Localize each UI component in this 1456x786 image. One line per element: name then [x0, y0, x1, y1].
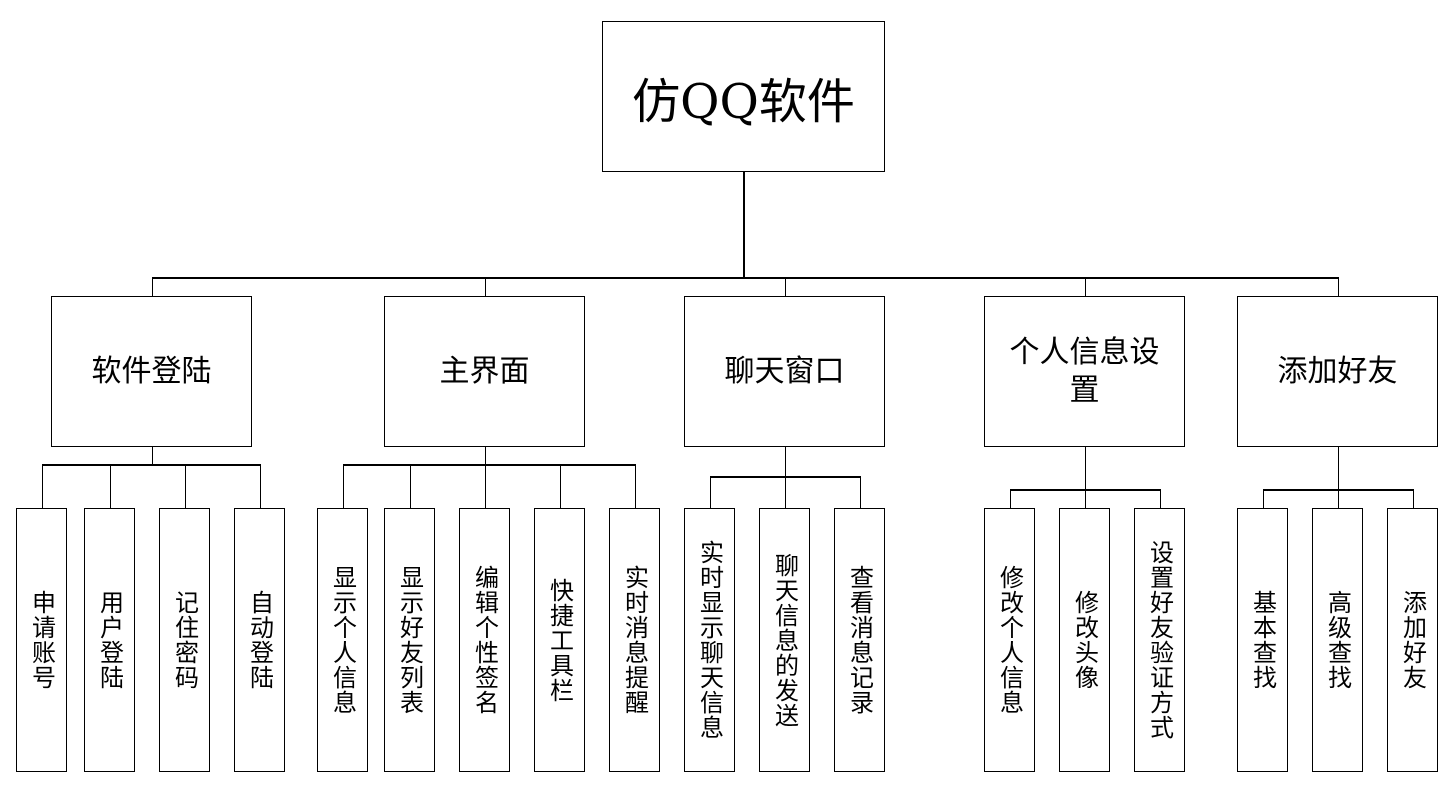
leaf-drop-line [709, 476, 711, 508]
feature-label: 基本查找 [1248, 590, 1277, 690]
feature-node: 修改个人信息 [984, 508, 1035, 772]
module-trunk-line [1084, 447, 1086, 489]
module-label: 软件登陆 [91, 353, 212, 389]
level2-bus-line [342, 464, 636, 466]
leaf-drop-line [859, 476, 861, 508]
root-trunk-line [743, 172, 745, 277]
feature-node: 实时显示聊天信息 [684, 508, 735, 772]
feature-node: 基本查找 [1237, 508, 1288, 772]
leaf-drop-line [634, 464, 636, 508]
feature-node: 快捷工具栏 [534, 508, 585, 772]
feature-label: 用户登陆 [95, 590, 124, 690]
root-node: 仿QQ软件 [602, 21, 885, 172]
feature-node: 设置好友验证方式 [1134, 508, 1185, 772]
feature-label: 显示个人信息 [328, 565, 357, 715]
module-drop-line [1337, 277, 1339, 296]
module-drop-line [1084, 277, 1086, 296]
module-trunk-line [151, 447, 153, 464]
leaf-drop-line [342, 464, 344, 508]
feature-node: 记住密码 [159, 508, 210, 772]
leaf-drop-line [41, 464, 43, 508]
feature-node: 查看消息记录 [834, 508, 885, 772]
feature-label: 查看消息记录 [845, 565, 874, 715]
module-drop-line [484, 277, 486, 296]
module-node: 主界面 [384, 296, 585, 447]
module-label: 聊天窗口 [724, 353, 845, 389]
feature-node: 自动登陆 [234, 508, 285, 772]
feature-label: 记住密码 [170, 590, 199, 690]
leaf-drop-line [259, 464, 261, 508]
feature-node: 实时消息提醒 [609, 508, 660, 772]
module-node: 软件登陆 [51, 296, 252, 447]
feature-label: 快捷工具栏 [545, 577, 574, 703]
module-label: 主界面 [439, 353, 530, 389]
leaf-drop-line [1009, 489, 1011, 508]
feature-label: 修改头像 [1070, 590, 1099, 690]
module-label: 添加好友 [1277, 353, 1398, 389]
leaf-drop-line [784, 476, 786, 508]
module-trunk-line [484, 447, 486, 464]
feature-node: 用户登陆 [84, 508, 135, 772]
leaf-drop-line [109, 464, 111, 508]
module-drop-line [151, 277, 153, 296]
level2-bus-line [41, 464, 261, 466]
feature-label: 显示好友列表 [395, 565, 424, 715]
feature-node: 显示个人信息 [317, 508, 368, 772]
feature-node: 申请账号 [16, 508, 67, 772]
leaf-drop-line [184, 464, 186, 508]
feature-label: 编辑个性签名 [470, 565, 499, 715]
feature-label: 实时消息提醒 [620, 565, 649, 715]
root-label: 仿QQ软件 [632, 73, 855, 130]
feature-node: 编辑个性签名 [459, 508, 510, 772]
leaf-drop-line [484, 464, 486, 508]
feature-node: 修改头像 [1059, 508, 1110, 772]
feature-label: 自动登陆 [245, 590, 274, 690]
feature-label: 申请账号 [27, 590, 56, 690]
leaf-drop-line [1262, 489, 1264, 508]
module-trunk-line [784, 447, 786, 476]
leaf-drop-line [1159, 489, 1161, 508]
feature-label: 添加好友 [1398, 590, 1427, 690]
module-label: 个人信息设置 [1009, 334, 1160, 408]
leaf-drop-line [409, 464, 411, 508]
feature-label: 高级查找 [1323, 590, 1352, 690]
feature-node: 显示好友列表 [384, 508, 435, 772]
feature-node: 高级查找 [1312, 508, 1363, 772]
feature-label: 聊天信息的发送 [770, 552, 799, 728]
leaf-drop-line [1412, 489, 1414, 508]
module-drop-line [784, 277, 786, 296]
feature-node: 添加好友 [1387, 508, 1438, 772]
leaf-drop-line [1337, 489, 1339, 508]
leaf-drop-line [559, 464, 561, 508]
feature-label: 设置好友验证方式 [1145, 540, 1174, 740]
leaf-drop-line [1084, 489, 1086, 508]
module-node: 添加好友 [1237, 296, 1438, 447]
level1-bus-line [151, 277, 1339, 279]
module-node: 个人信息设置 [984, 296, 1185, 447]
module-node: 聊天窗口 [684, 296, 885, 447]
module-trunk-line [1337, 447, 1339, 489]
feature-node: 聊天信息的发送 [759, 508, 810, 772]
feature-label: 修改个人信息 [995, 565, 1024, 715]
feature-label: 实时显示聊天信息 [695, 540, 724, 740]
